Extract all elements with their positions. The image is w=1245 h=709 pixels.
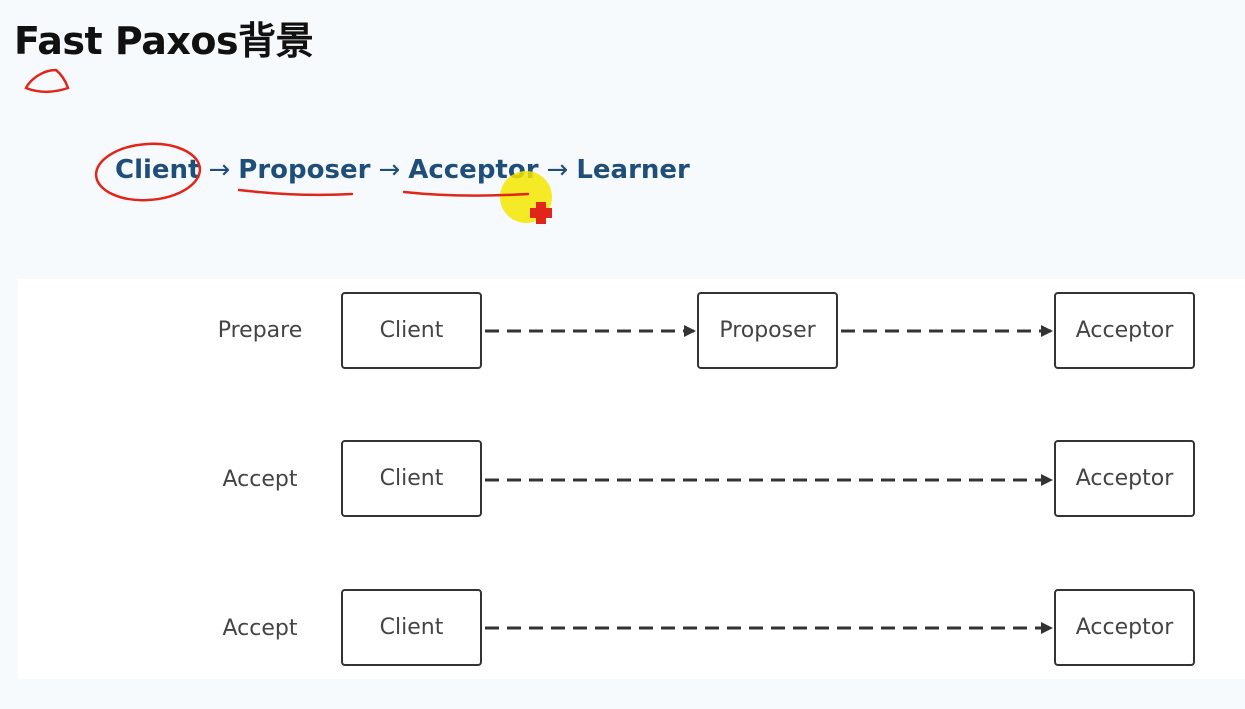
pen-mark-caret bbox=[24, 68, 70, 93]
node-client: Client bbox=[341, 440, 482, 517]
row-label-accept: Accept bbox=[222, 616, 298, 641]
node-proposer: Proposer bbox=[697, 292, 838, 369]
flow-arrow-icon: → bbox=[546, 155, 569, 185]
flow-arrow-icon: → bbox=[378, 155, 401, 185]
diagram-arrows bbox=[485, 325, 1053, 634]
flow-step-acceptor: Acceptor bbox=[408, 155, 539, 185]
row-label-prepare: Prepare bbox=[217, 318, 303, 343]
flow-sequence: Client → Proposer → Acceptor → Learner bbox=[115, 155, 690, 185]
row-label-accept: Accept bbox=[222, 467, 298, 492]
node-acceptor: Acceptor bbox=[1054, 589, 1195, 666]
cursor-icon bbox=[530, 202, 552, 224]
node-acceptor: Acceptor bbox=[1054, 440, 1195, 517]
slide-title: Fast Paxos背景 bbox=[14, 19, 314, 63]
node-acceptor: Acceptor bbox=[1054, 292, 1195, 369]
flow-arrow-icon: → bbox=[208, 155, 231, 185]
pen-underline-acceptor bbox=[402, 190, 530, 197]
flow-step-client: Client bbox=[115, 155, 201, 185]
node-client: Client bbox=[341, 292, 482, 369]
pen-underline-proposer bbox=[237, 188, 354, 197]
node-client: Client bbox=[341, 589, 482, 666]
flow-step-learner: Learner bbox=[576, 155, 690, 185]
flow-step-proposer: Proposer bbox=[238, 155, 371, 185]
diagram-panel: Prepare Client Proposer Acceptor Accept … bbox=[18, 279, 1245, 679]
